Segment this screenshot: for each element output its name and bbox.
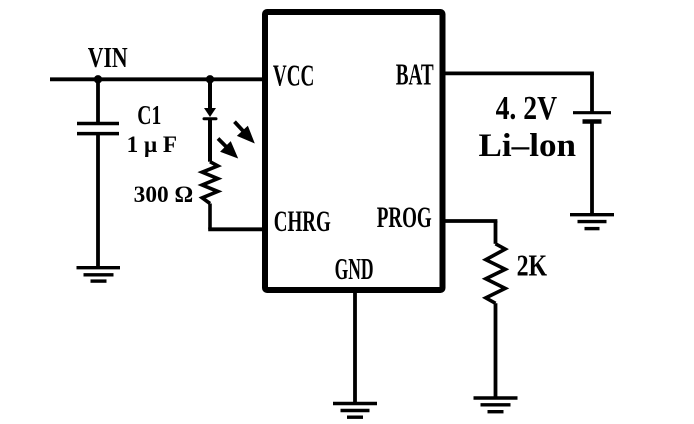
svg-text:BAT: BAT [396,57,434,92]
svg-text:2K: 2K [517,248,548,283]
svg-text:PROG: PROG [377,201,432,234]
svg-text:1 μ F: 1 μ F [127,132,178,157]
svg-text:GND: GND [335,251,374,286]
svg-text:C1: C1 [137,99,161,130]
svg-text:4. 2V: 4. 2V [496,90,558,127]
svg-text:VCC: VCC [273,58,315,93]
svg-text:VIN: VIN [88,42,128,74]
svg-text:Li–lon: Li–lon [479,128,577,164]
svg-text:CHRG: CHRG [274,205,331,238]
svg-text:300 Ω: 300 Ω [134,182,194,207]
